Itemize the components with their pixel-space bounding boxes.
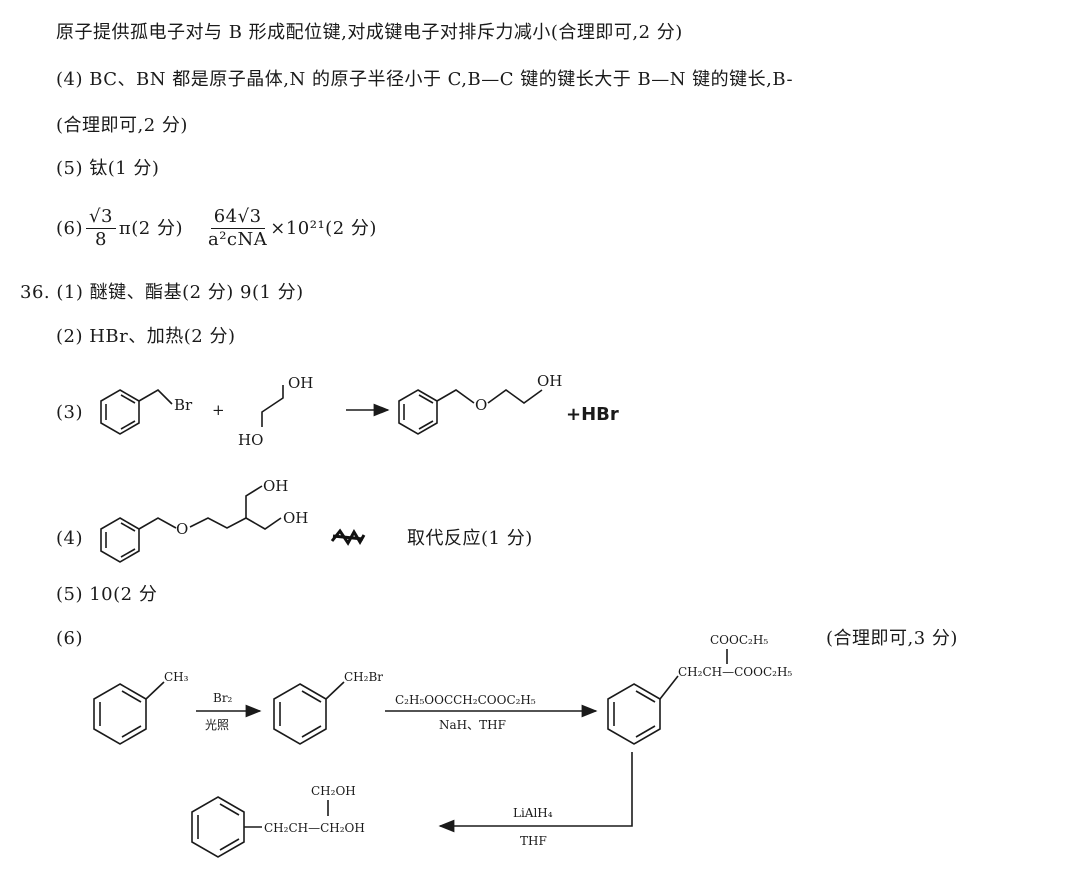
- eq6-ch2oh-top: CH₂OH: [311, 784, 356, 798]
- eq6-r1-top: Br₂: [213, 691, 233, 705]
- q36-part-5: (5) 10(2 分: [56, 584, 158, 605]
- scribble-mark: [330, 528, 366, 546]
- answer-line-4: (5) 钛(1 分): [56, 158, 160, 179]
- eq6-r2-top: C₂H₅OOCCH₂COOC₂H₅: [395, 693, 536, 707]
- answer-line-1: 原子提供孤电子对与 B 形成配位键,对成键电子对排斥力减小(合理即可,2 分): [56, 22, 683, 43]
- eq6-r3-bottom: THF: [520, 834, 547, 848]
- q36-part-2: (2) HBr、加热(2 分): [56, 326, 236, 347]
- q36-part-4-answer: 取代反应(1 分): [407, 528, 533, 549]
- eq3-oh: OH: [288, 374, 313, 392]
- benzene-ring: [398, 389, 438, 435]
- eq3-o: O: [475, 396, 487, 414]
- answer-line-3: (合理即可,2 分): [56, 115, 188, 136]
- fraction-2-tail: ×10²¹(2 分): [270, 217, 377, 239]
- benzene-ring: [100, 389, 140, 435]
- q6-prefix: (6): [56, 217, 83, 239]
- eq4-oh1: OH: [263, 477, 288, 495]
- fraction-1-denominator: 8: [94, 229, 107, 250]
- eq3-oh2: OH: [537, 372, 562, 390]
- q36-part-1: 36. (1) 醚键、酯基(2 分) 9(1 分): [20, 282, 304, 303]
- answer-line-5: (6) √3 8 π(2 分) 64√3 a²cNA ×10²¹(2 分): [56, 208, 377, 249]
- eq6-r2-bottom: NaH、THF: [439, 718, 506, 732]
- eq3-plus: +: [212, 401, 225, 419]
- fraction-1: √3 8: [86, 208, 116, 249]
- eq3-br: Br: [174, 396, 193, 414]
- q36-part-3-label: (3): [56, 402, 83, 423]
- fraction-2-numerator: 64√3: [210, 208, 265, 229]
- eq4-o: O: [176, 520, 188, 538]
- benzene-ring: [607, 683, 661, 745]
- benzene-ring: [93, 683, 147, 745]
- eq6-cooc2h5-top: COOC₂H₅: [710, 633, 768, 647]
- q36-part-6-note: (合理即可,3 分): [826, 628, 958, 649]
- fraction-1-tail: π(2 分): [118, 217, 183, 239]
- q36-part-6-label: (6): [56, 628, 83, 649]
- fraction-1-numerator: √3: [86, 208, 116, 229]
- benzene-ring: [191, 796, 245, 858]
- eq6-ch3: CH₃: [164, 670, 189, 684]
- eq4-oh2: OH: [283, 509, 308, 527]
- answer-line-2: (4) BC、BN 都是原子晶体,N 的原子半径小于 C,B—C 键的键长大于 …: [56, 69, 794, 90]
- eq6-chain4: CH₂CH—CH₂OH: [264, 821, 365, 835]
- eq6-r1-bottom: 光照: [205, 718, 229, 732]
- benzene-ring: [273, 683, 327, 745]
- eq6-ch2br: CH₂Br: [344, 670, 383, 684]
- fraction-2-denominator: a²cNA: [207, 229, 268, 250]
- fraction-2: 64√3 a²cNA: [208, 208, 267, 249]
- benzene-ring: [100, 517, 140, 563]
- eq6-chain3: CH₂CH—COOC₂H₅: [678, 665, 792, 679]
- eq3-ho: HO: [238, 431, 263, 449]
- eq6-r3-top: LiAlH₄: [513, 806, 553, 820]
- eq3-hbr: +HBr: [566, 404, 619, 425]
- q36-part-4-label: (4): [56, 528, 83, 549]
